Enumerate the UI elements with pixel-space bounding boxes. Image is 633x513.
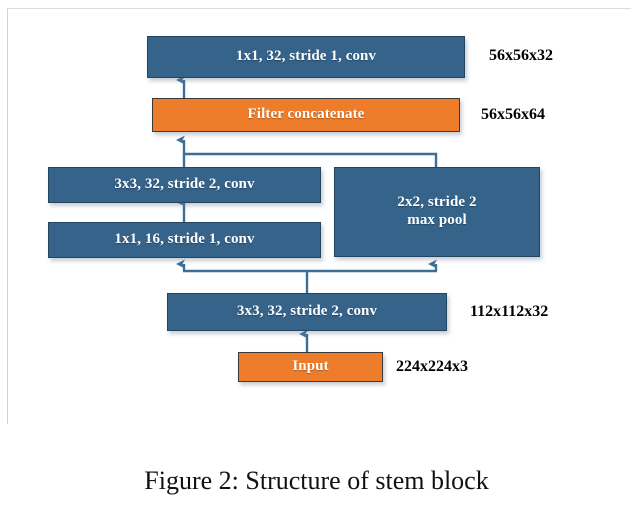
node-max-pool[interactable]: 2x2, stride 2 max pool (334, 167, 540, 257)
node-filter-concatenate[interactable]: Filter concatenate (152, 98, 460, 132)
dim-label-stem-conv: 112x112x32 (470, 303, 549, 320)
node-top-conv[interactable]: 1x1, 32, stride 1, conv (147, 36, 465, 78)
figure-caption: Figure 2: Structure of stem block (144, 466, 489, 495)
dim-label-input: 224x224x3 (396, 358, 468, 375)
dim-label-concat: 56x56x64 (481, 106, 545, 123)
dim-label-top-conv: 56x56x32 (489, 47, 553, 64)
node-input[interactable]: Input (238, 352, 383, 382)
node-branch-conv-3x3[interactable]: 3x3, 32, stride 2, conv (48, 167, 321, 203)
node-stem-conv[interactable]: 3x3, 32, stride 2, conv (167, 293, 447, 331)
node-branch-conv-1x1[interactable]: 1x1, 16, stride 1, conv (48, 222, 321, 258)
